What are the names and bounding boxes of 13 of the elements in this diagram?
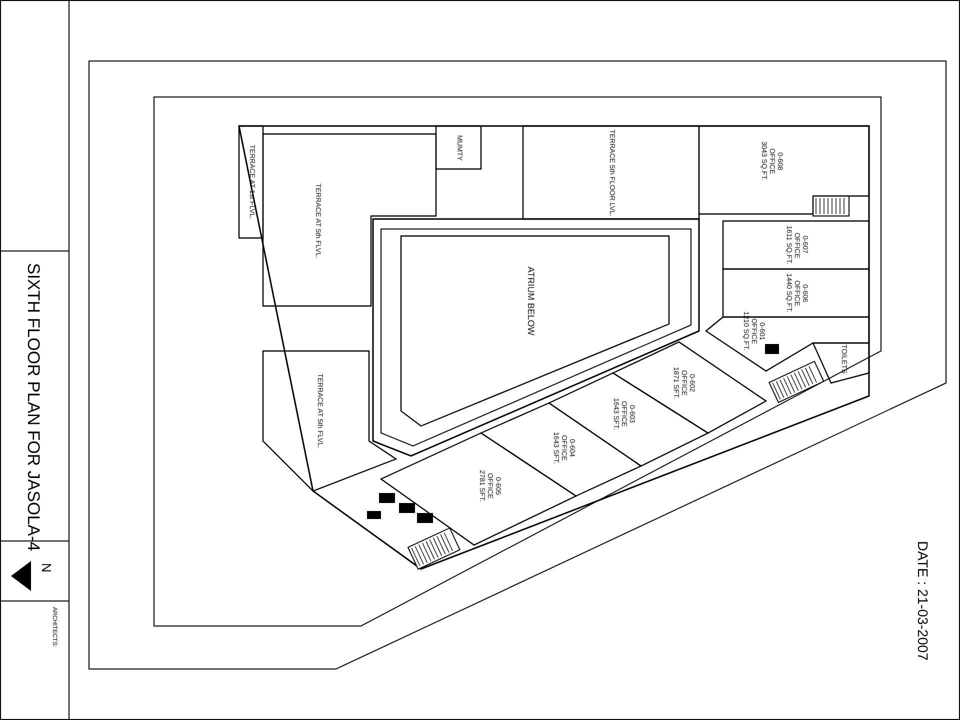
room-outline <box>263 351 396 491</box>
north-label: N <box>39 563 54 572</box>
room-outline <box>523 126 699 219</box>
room-outline <box>699 126 869 214</box>
room-outline <box>239 126 263 238</box>
room-outline <box>723 221 869 269</box>
room-outline <box>381 433 576 545</box>
room-label: ATRIUM BELOW <box>527 266 535 336</box>
date-label: DATE : 21-03-2007 <box>915 541 931 661</box>
drawing-title: SIXTH FLOOR PLAN FOR JASOLA-4 <box>23 263 43 552</box>
room-outline <box>263 134 436 306</box>
room-outline <box>813 343 869 383</box>
room-outline <box>436 126 481 169</box>
